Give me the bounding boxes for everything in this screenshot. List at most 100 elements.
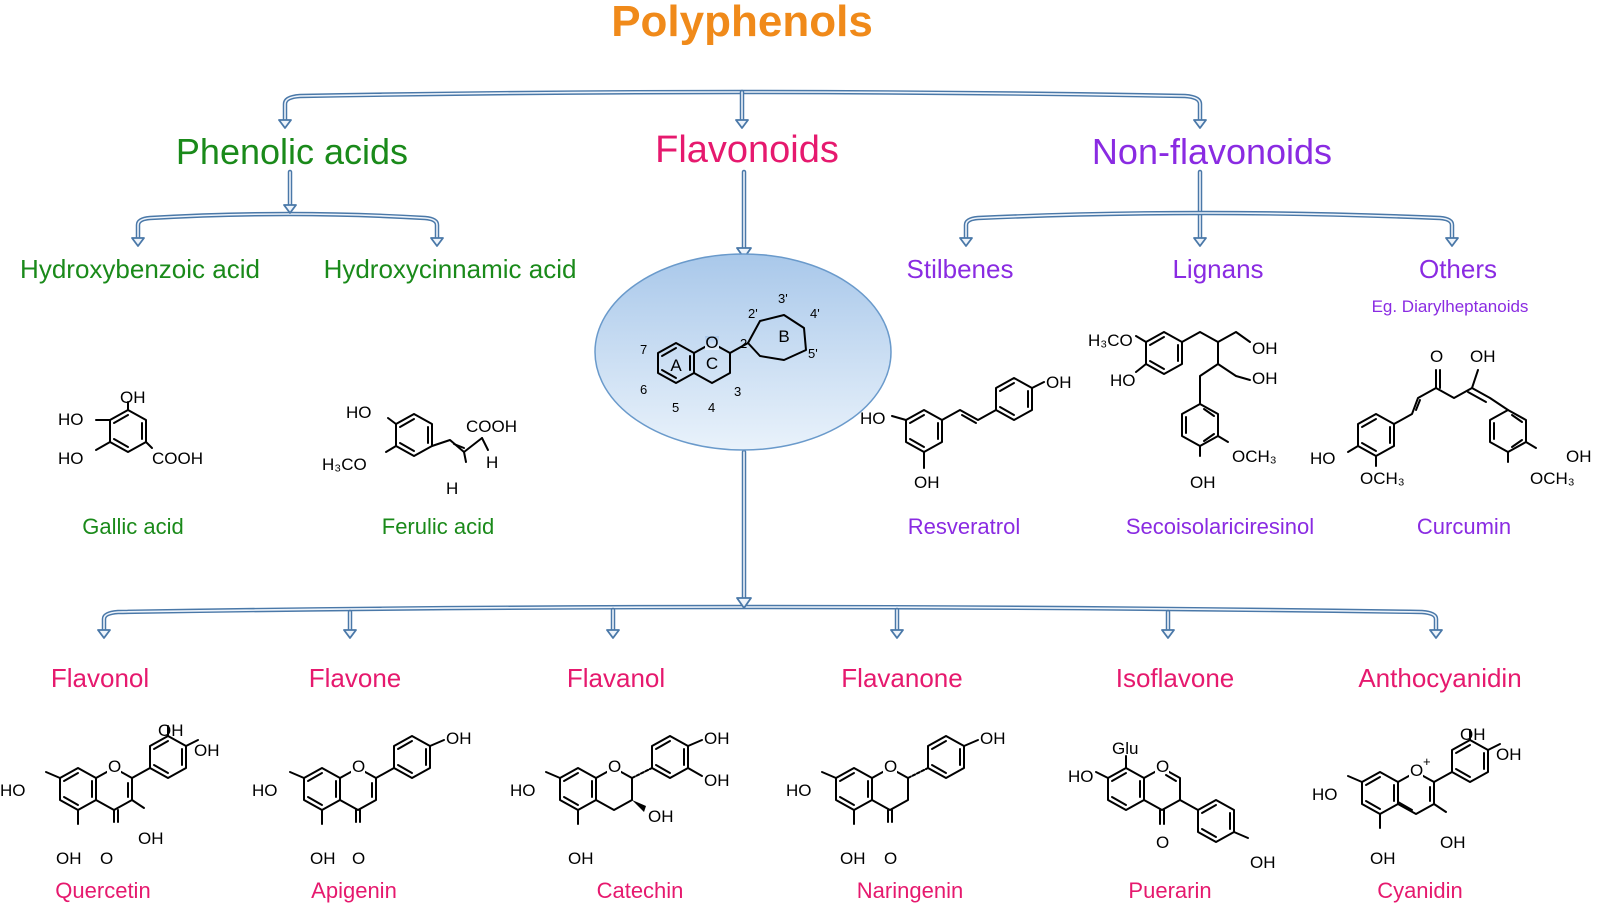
example-curcumin: Curcumin [1417, 514, 1511, 539]
quercetin-ho: HO [0, 781, 26, 800]
naringenin-oh-5: OH [840, 849, 866, 868]
resveratrol-structure: OH HO OH [860, 373, 1072, 492]
puerarin-keto-o: O [1156, 833, 1169, 852]
curcumin-enol-oh: OH [1470, 347, 1496, 366]
example-resveratrol: Resveratrol [908, 514, 1020, 539]
flavonoid-core-structure: O A B C 2 3 4 5 6 7 2' 3' 4' 5' [594, 253, 892, 451]
catechin-structure: OH OH HO OH OH O [510, 729, 730, 868]
core-ring-label-c: C [706, 354, 718, 373]
ferulic-h-right: H [486, 453, 498, 472]
apigenin-oh-5: OH [310, 849, 336, 868]
cyanidin-charge: + [1423, 754, 1431, 769]
naringenin-oh-4prime: OH [980, 729, 1006, 748]
puerarin-ring-o: O [1156, 757, 1169, 776]
quercetin-oh-3: OH [138, 829, 164, 848]
core-atom-5: 5 [672, 400, 679, 415]
quercetin-oh-5: OH [56, 849, 82, 868]
class-label-non-flavonoids: Non-flavonoids [1092, 131, 1332, 172]
curcumin-keto-o: O [1430, 347, 1443, 366]
quercetin-structure: OH OH HO OH O OH O [0, 721, 220, 868]
example-naringenin: Naringenin [857, 878, 963, 903]
lignan-oh-2: OH [1252, 369, 1278, 388]
example-apigenin: Apigenin [311, 878, 397, 903]
catechin-oh-5: OH [568, 849, 594, 868]
resveratrol-ho-left: HO [860, 409, 886, 428]
curcumin-och3-left: OCH₃ [1360, 469, 1405, 488]
cyanidin-oh-5: OH [1370, 849, 1396, 868]
lignan-oh-bottom: OH [1190, 473, 1216, 492]
catechin-oh-3: OH [648, 807, 674, 826]
cyanidin-ring-o: O [1410, 761, 1423, 780]
puerarin-ho: HO [1068, 767, 1094, 786]
class-label-flavonoids: Flavonoids [655, 129, 839, 171]
curcumin-oh-right: OH [1566, 447, 1592, 466]
core-atom-6: 6 [640, 382, 647, 397]
catechin-ring-o: O [608, 757, 621, 776]
core-atom-2: 2 [740, 336, 747, 351]
lignan-ho-left: HO [1110, 371, 1136, 390]
lignan-oh-1: OH [1252, 339, 1278, 358]
resveratrol-oh-bottom: OH [914, 473, 940, 492]
core-atom-7: 7 [640, 342, 647, 357]
apigenin-structure: OH HO OH O O [252, 729, 472, 868]
subclass-hydroxybenzoic-acid: Hydroxybenzoic acid [20, 254, 260, 284]
apigenin-oh-4prime: OH [446, 729, 472, 748]
quercetin-oh-1: OH [158, 721, 184, 740]
cyanidin-ho: HO [1312, 785, 1338, 804]
core-atom-2prime: 2' [748, 306, 758, 321]
core-ring-oxygen: O [705, 333, 718, 352]
subclass-flavanone: Flavanone [841, 663, 962, 693]
quercetin-keto-o: O [100, 849, 113, 868]
example-puerarin: Puerarin [1128, 878, 1211, 903]
subclass-stilbenes: Stilbenes [907, 254, 1014, 284]
gallic-acid-structure: OH HO HO COOH [58, 388, 203, 468]
apigenin-ring-o: O [352, 757, 365, 776]
core-atom-4prime: 4' [810, 306, 820, 321]
curcumin-ho-left: HO [1310, 449, 1336, 468]
others-example-note: Eg. Diarylheptanoids [1372, 297, 1529, 316]
catechin-ho: HO [510, 781, 536, 800]
gallic-cooh: COOH [152, 449, 203, 468]
lignan-och3-bottom: OCH₃ [1232, 447, 1277, 466]
catechin-oh-2: OH [704, 771, 730, 790]
ferulic-acid-structure: HO COOH H₃CO H H [322, 403, 517, 498]
example-catechin: Catechin [597, 878, 684, 903]
puerarin-structure: Glu HO O O OH [1068, 739, 1276, 872]
cyanidin-oh-3: OH [1440, 833, 1466, 852]
quercetin-oh-2: OH [194, 741, 220, 760]
diagram-title: Polyphenols [611, 0, 873, 46]
core-atom-3prime: 3' [778, 291, 788, 306]
puerarin-glu: Glu [1112, 739, 1138, 758]
core-atom-3: 3 [734, 384, 741, 399]
example-gallic-acid: Gallic acid [82, 514, 183, 539]
gallic-oh-left-bottom: HO [58, 449, 84, 468]
example-ferulic-acid: Ferulic acid [382, 514, 494, 539]
secoisolariciresinol-structure: H₃CO HO OH OH OCH₃ OH [1088, 331, 1278, 492]
example-secoisolariciresinol: Secoisolariciresinol [1126, 514, 1314, 539]
subclass-flavone: Flavone [309, 663, 402, 693]
core-ring-label-a: A [670, 356, 682, 375]
subclass-isoflavone: Isoflavone [1116, 663, 1235, 693]
cyanidin-structure: OH OH HO OH OH O + [1312, 725, 1522, 868]
catechin-oh-1: OH [704, 729, 730, 748]
cyanidin-oh-2: OH [1496, 745, 1522, 764]
arrow-heads [97, 119, 1459, 639]
subclass-flavanol: Flavanol [567, 663, 665, 693]
curcumin-och3-right: OCH₃ [1530, 469, 1575, 488]
ferulic-och3: H₃CO [322, 455, 367, 474]
naringenin-structure: OH HO OH O O [786, 729, 1006, 868]
apigenin-keto-o: O [352, 849, 365, 868]
ferulic-cooh: COOH [466, 417, 517, 436]
subclass-others: Others [1419, 254, 1497, 284]
gallic-oh-top: OH [120, 388, 146, 407]
naringenin-ho: HO [786, 781, 812, 800]
subclass-hydroxycinnamic-acid: Hydroxycinnamic acid [324, 254, 577, 284]
lignan-och3-top: H₃CO [1088, 331, 1133, 350]
core-atom-5prime: 5' [808, 346, 818, 361]
subclass-flavonol: Flavonol [51, 663, 149, 693]
puerarin-oh-4prime: OH [1250, 853, 1276, 872]
ferulic-ho: HO [346, 403, 372, 422]
example-cyanidin: Cyanidin [1377, 878, 1463, 903]
example-quercetin: Quercetin [55, 878, 150, 903]
